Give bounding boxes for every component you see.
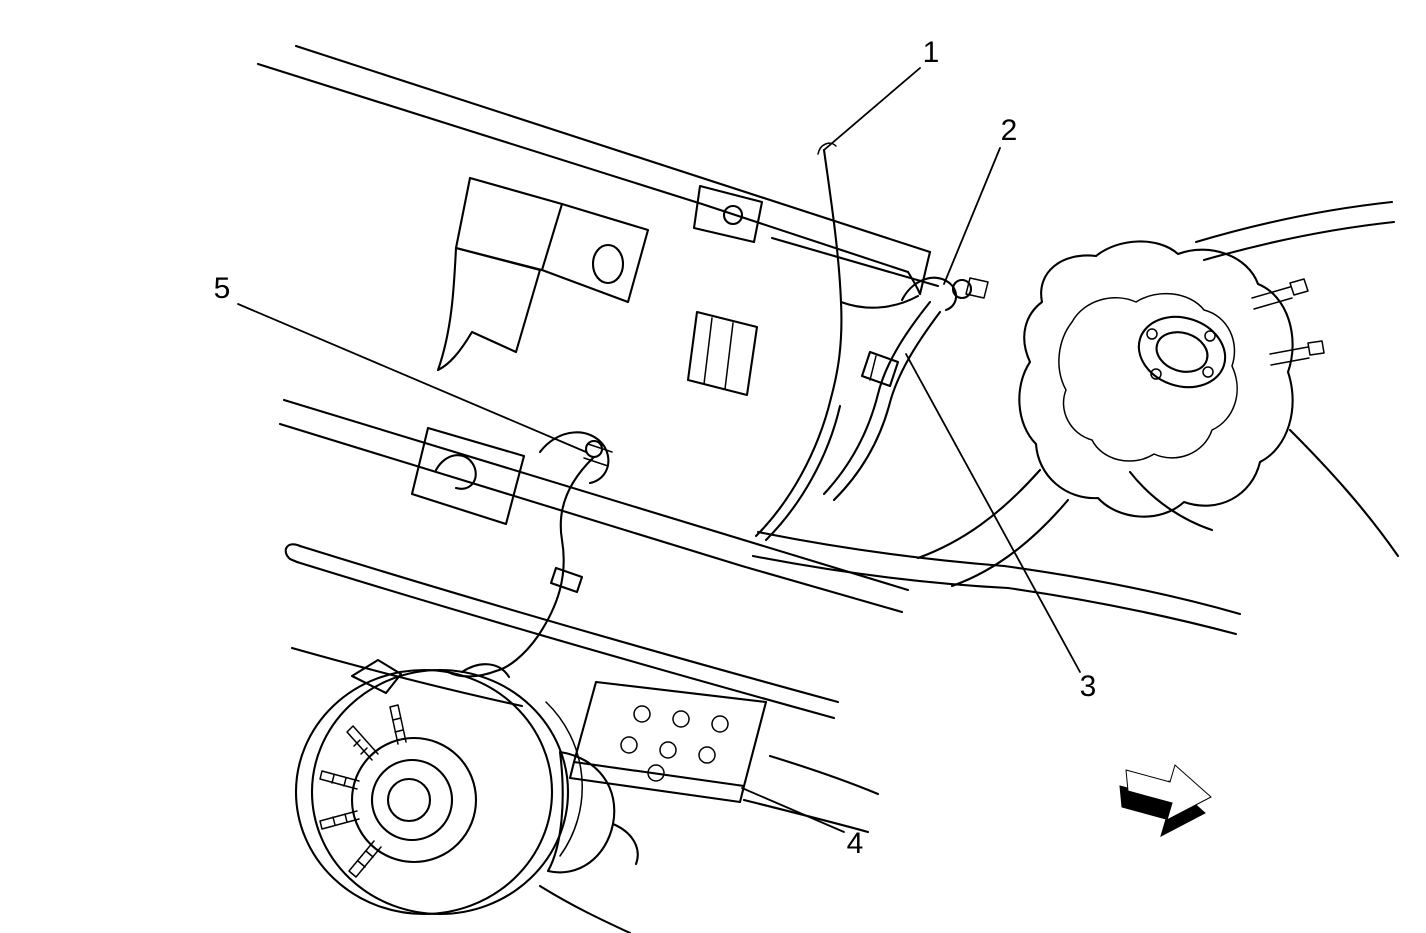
front-brake-hose: [446, 439, 604, 678]
callout-3: 3: [905, 353, 1097, 703]
front-hub-assembly: [294, 658, 639, 933]
skid-plate: [568, 680, 880, 834]
callout-1: 1: [823, 36, 940, 151]
crossmember: [686, 310, 759, 397]
callout-5: 5: [214, 272, 587, 453]
callout-3-leader: [905, 353, 1081, 673]
direction-arrow-icon: [1119, 764, 1212, 837]
brake-pipe-bundle: [754, 142, 942, 542]
rear-brake-assembly: [1018, 240, 1400, 558]
callout-2-leader: [943, 147, 1001, 285]
callout-5-label: 5: [214, 272, 231, 305]
callout-3-label: 3: [1080, 670, 1097, 703]
callout-2: 2: [943, 114, 1018, 285]
frame-bracket: [436, 176, 764, 372]
front-leaf-spring: [284, 543, 840, 720]
callout-4-leader: [741, 787, 845, 833]
callout-2-label: 2: [1001, 114, 1018, 147]
hose-fitting: [900, 276, 989, 312]
spring-hanger-bracket: [410, 426, 613, 526]
callout-1-label: 1: [923, 36, 940, 69]
callout-4-label: 4: [847, 827, 864, 860]
axle-housing: [751, 468, 1242, 636]
upper-frame-rail: [256, 44, 1396, 296]
lower-frame-rail: [278, 398, 910, 614]
callout-5-leader: [237, 303, 587, 453]
callout-1-leader: [823, 67, 921, 151]
callout-4: 4: [741, 787, 864, 860]
